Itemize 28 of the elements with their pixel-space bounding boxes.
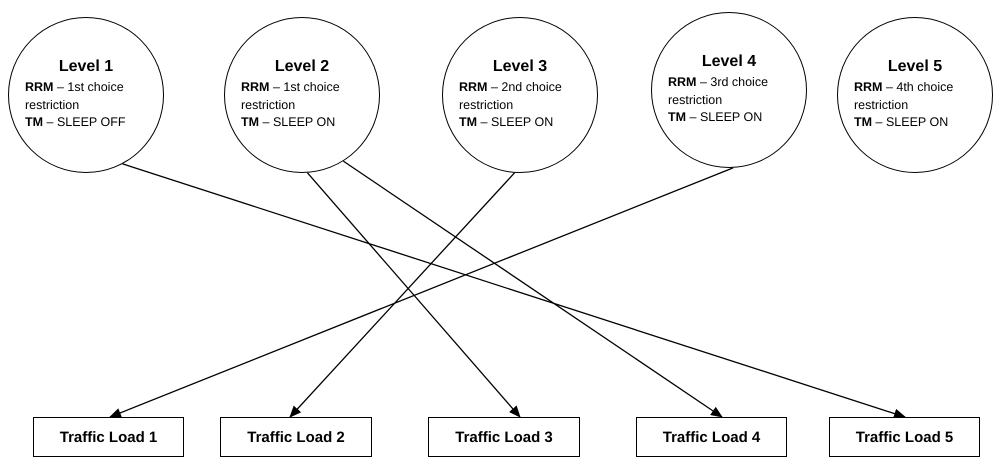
circle-text: RRM – 4th choice restriction bbox=[854, 79, 954, 114]
circle-heading: Level 4 bbox=[702, 53, 756, 72]
circle-text: RRM – 2nd choice restriction bbox=[459, 79, 563, 114]
circle-heading: Level 3 bbox=[492, 58, 548, 76]
circle-heading: Level 1 bbox=[58, 58, 114, 76]
circle-text: RRM – 3rd choice restriction bbox=[668, 74, 770, 109]
box-label: Traffic Load 5 bbox=[856, 428, 954, 446]
traffic-load-box bbox=[636, 417, 787, 457]
circle-text: RRM – 1st choice restriction bbox=[241, 79, 341, 114]
traffic-load-box bbox=[829, 417, 980, 457]
circle-text: TM – SLEEP ON bbox=[668, 109, 764, 126]
arrow bbox=[122, 163, 906, 418]
traffic-load-box bbox=[220, 417, 372, 457]
box-label: Traffic Load 3 bbox=[455, 428, 553, 446]
box-label: Traffic Load 4 bbox=[662, 428, 760, 446]
traffic-load-box bbox=[428, 417, 580, 457]
box-label: Traffic Load 1 bbox=[60, 428, 158, 446]
circle-heading: Level 2 bbox=[274, 58, 330, 76]
traffic-load-box bbox=[33, 417, 184, 457]
arrow bbox=[342, 160, 723, 418]
circle-heading: Level 5 bbox=[888, 58, 942, 76]
circle-text: TM – SLEEP OFF bbox=[25, 114, 127, 132]
circle-text: RRM – 1st choice restriction bbox=[25, 79, 125, 114]
circle-text: TM – SLEEP ON bbox=[459, 114, 554, 132]
arrow bbox=[109, 167, 734, 418]
box-label: Traffic Load 2 bbox=[247, 428, 345, 446]
circle-text: TM – SLEEP ON bbox=[854, 114, 950, 132]
circle-text: TM – SLEEP ON bbox=[241, 114, 336, 132]
